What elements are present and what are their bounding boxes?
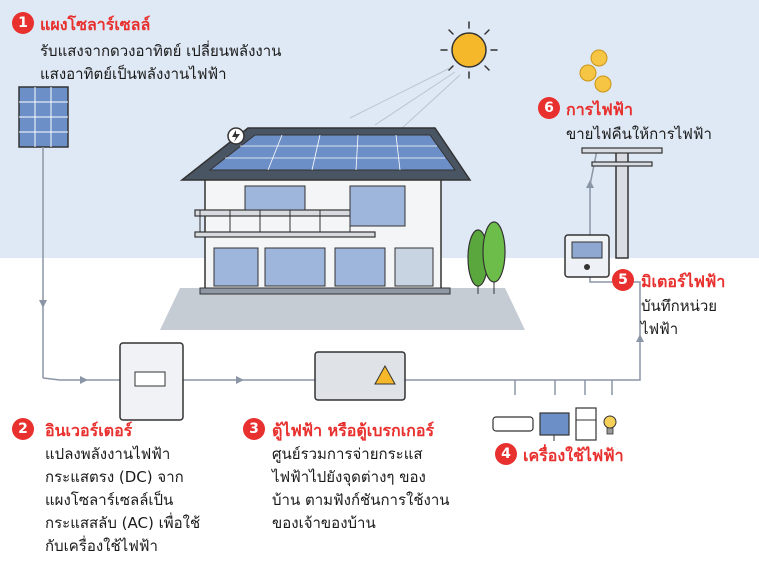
inverter-title: อินเวอร์เตอร์: [45, 421, 133, 440]
coins-icon: [579, 49, 612, 93]
breaker-box-title: ตู้ไฟฟ้า หรือตู้เบรกเกอร์: [272, 421, 435, 440]
air-conditioner-icon: [492, 416, 534, 432]
inverter-desc-line-2: กระแสตรง (DC) จาก: [45, 468, 184, 486]
meter-desc-line-2: ไฟฟ้า: [641, 320, 679, 338]
utility-desc-line-1: ขายไฟคืนให้การไฟฟ้า: [566, 125, 712, 143]
inverter-desc-line-1: แปลงพลังงานไฟฟ้า: [45, 445, 171, 463]
breaker-box-icon: [314, 351, 406, 401]
meter-desc-line-1: บันทึกหน่วย: [641, 297, 718, 315]
breaker-box-desc-line-4: ของเจ้าของบ้าน: [272, 514, 376, 532]
sun-rays: [349, 67, 461, 131]
breaker-box-desc-line-2: ไฟฟ้าไปยังจุดต่างๆ ของ: [272, 468, 426, 486]
monitor-icon: [539, 412, 570, 441]
inverter-desc-line-3: แผงโซลาร์เซลล์เป็น: [45, 491, 174, 509]
step-number-5: 5: [612, 269, 634, 291]
breaker-box-desc-line-3: บ้าน ตามฟังก์ชันการใช้งาน: [272, 491, 450, 509]
inverter-icon: [119, 342, 184, 421]
electric-meter-icon: [564, 234, 610, 278]
utility-title: การไฟฟ้า: [566, 100, 633, 119]
house-illustration: [179, 127, 472, 295]
solar-panel-title: แผงโซลาร์เซลล์: [40, 15, 151, 34]
step-number-2: 2: [12, 418, 34, 440]
step-number-1: 1: [12, 12, 34, 34]
power-badge-icon: [227, 127, 245, 145]
inverter-desc-line-5: กับเครื่องใช้ไฟฟ้า: [45, 537, 158, 555]
sun-icon: [440, 21, 498, 79]
inverter-desc-line-4: กระแสสลับ (AC) เพื่อใช้: [45, 514, 201, 532]
wiring-arrows: [39, 180, 644, 384]
house-shadow: [160, 288, 525, 330]
appliances-title: เครื่องใช้ไฟฟ้า: [523, 446, 624, 465]
step-number-4: 4: [495, 443, 517, 465]
breaker-box-desc-line-1: ศูนย์รวมการจ่ายกระแส: [272, 445, 423, 463]
light-bulb-icon: [603, 415, 617, 435]
step-number-6: 6: [538, 97, 560, 119]
solar-panel-desc-line-1: รับแสงจากดวงอาทิตย์ เปลี่ยนพลังงาน: [40, 42, 282, 60]
solar-panel-desc-line-2: แสงอาทิตย์เป็นพลังงานไฟฟ้า: [40, 65, 227, 83]
solar-panel-icon: [18, 86, 69, 148]
utility-pole-icon: [581, 147, 663, 259]
refrigerator-icon: [575, 407, 597, 441]
tree-icon: [467, 221, 506, 294]
meter-title: มิเตอร์ไฟฟ้า: [641, 272, 726, 291]
step-number-3: 3: [243, 418, 265, 440]
